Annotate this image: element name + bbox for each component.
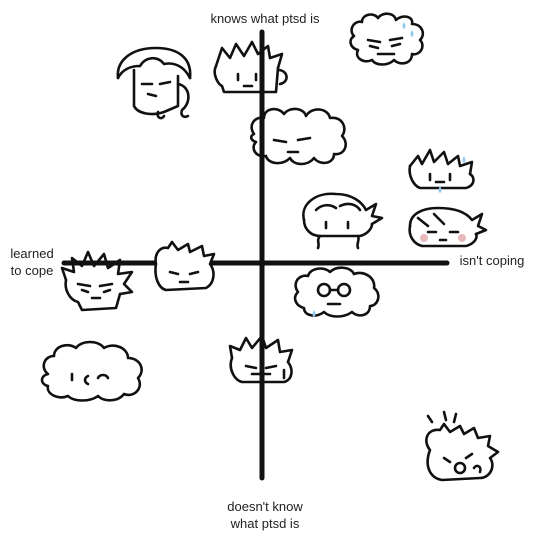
character-doodle-braids [302, 192, 384, 250]
character-doodle-curly-sweating [349, 12, 425, 66]
character-doodle-fuzzy-bottom-right [425, 410, 500, 482]
character-doodle-blushing [408, 206, 488, 248]
character-doodle-horizontal-axis [154, 240, 216, 292]
character-doodle-fluffy [40, 340, 143, 402]
character-doodle-messy-sweating [408, 148, 475, 193]
character-doodle-spiky-dark [60, 250, 134, 312]
character-doodle-glasses [293, 266, 380, 318]
axis-label-bottom: doesn't know what ptsd is [227, 499, 303, 531]
character-doodle-spiky-top [213, 40, 288, 94]
character-doodle-long-hair [116, 46, 192, 120]
character-doodle-below-center [228, 334, 294, 384]
axis-label-right: isn't coping [459, 253, 525, 268]
axis-label-left: learned to cope [10, 246, 54, 278]
axis-label-top: knows what ptsd is [210, 11, 320, 26]
character-doodle-big-curly [249, 107, 347, 166]
